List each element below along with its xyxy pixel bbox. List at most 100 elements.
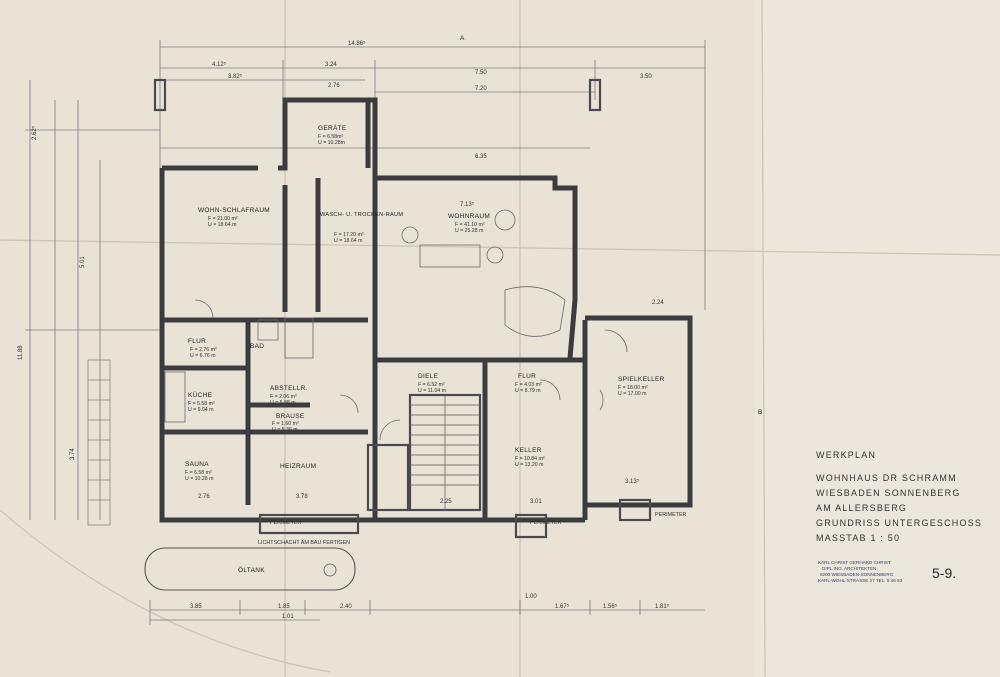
- dim-inner-378: 3.78: [296, 494, 308, 500]
- room-oeltank: ÖLTANK: [238, 566, 265, 574]
- door-swings: [194, 299, 628, 441]
- section-b-marker: B: [758, 409, 763, 416]
- svg-text:U = 18.64 m: U = 18.64 m: [334, 238, 362, 244]
- architect-stamp: KARL CHRIST GERHARD CHRIST DIPL.ING. ARC…: [818, 560, 903, 583]
- dim-bottom-101: 1.01: [282, 614, 294, 620]
- svg-text:F = 6.52 m²: F = 6.52 m²: [418, 382, 445, 388]
- dim-2625: 2.62⁵: [31, 125, 38, 140]
- title-werkplan: WERKPLAN: [816, 450, 876, 460]
- title-masstab: MASSTAB 1 : 50: [816, 533, 900, 543]
- svg-text:HEIZRAUM: HEIZRAUM: [280, 463, 316, 470]
- dim-bottom-7: 1.81⁵: [655, 603, 670, 610]
- svg-text:F = 6.58 m²: F = 6.58 m²: [185, 470, 212, 476]
- dimensions-bottom: 3.85 1.85 2.40 1.00 1.67⁵ 1.56⁵ 1.81⁵ 1.…: [149, 594, 705, 625]
- handwritten-number: 5-9.: [932, 565, 956, 581]
- svg-text:WOHNRAUM: WOHNRAUM: [448, 213, 490, 220]
- svg-text:F = 2.76 m²: F = 2.76 m²: [190, 347, 217, 353]
- title-block: WERKPLAN WOHNHAUS DR SCHRAMM WIESBADEN S…: [816, 450, 982, 543]
- architect-street: KARL-WOHL-STRASSE 27 TEL. 5 46 93: [818, 578, 903, 583]
- svg-text:U = 25.28 m: U = 25.28 m: [455, 228, 483, 234]
- oil-tank-cap: [323, 563, 337, 577]
- title-wiesbaden: WIESBADEN SONNENBERG: [816, 488, 961, 498]
- dim-bottom-2: 1.85: [278, 604, 290, 610]
- svg-text:U = 17.00 m: U = 17.00 m: [618, 391, 646, 397]
- dim-276-top: 2.76: [328, 83, 340, 89]
- perimeter-label-left: PERIMETER: [270, 520, 302, 526]
- dim-1188: 11.88: [18, 345, 24, 360]
- fold-line-horizontal: [0, 239, 1000, 256]
- title-wohnhaus: WOHNHAUS DR SCHRAMM: [816, 473, 957, 483]
- light-shaft-far-right: [618, 498, 652, 522]
- dim-382: 3.82⁵: [228, 73, 243, 80]
- room-abstellraum: ABSTELLR. F = 2.06 m² U = 5.88 m: [270, 385, 308, 406]
- svg-text:KÜCHE: KÜCHE: [188, 391, 213, 399]
- light-shaft-left: [258, 513, 360, 535]
- dim-bottom-1: 3.85: [190, 604, 202, 610]
- svg-text:DIELE: DIELE: [418, 373, 439, 380]
- room-diele: DIELE F = 6.52 m² U = 11.04 m: [418, 373, 446, 394]
- svg-text:F = 5.58 m²: F = 5.58 m²: [188, 401, 215, 407]
- svg-text:ABSTELLR.: ABSTELLR.: [270, 385, 308, 392]
- svg-text:F = 41.10 m²: F = 41.10 m²: [455, 222, 485, 228]
- room-geraete: GERÄTE F = 6.58m² U = 10.28m: [318, 124, 347, 146]
- room-flur-left: FLUR F = 2.76 m² U = 6.76 m: [188, 338, 217, 359]
- svg-text:F = 4.03 m²: F = 4.03 m²: [515, 382, 542, 388]
- svg-text:U = 5.88 m: U = 5.88 m: [270, 400, 296, 406]
- dim-501: 5.01: [80, 256, 86, 268]
- room-brause: BRAUSE F = 1.60 m² U = 5.36 m: [272, 413, 305, 433]
- svg-text:F = 2.06 m²: F = 2.06 m²: [270, 394, 297, 400]
- svg-text:SPIELKELLER: SPIELKELLER: [618, 376, 665, 383]
- perimeter-label-right: PERIMETER: [655, 512, 687, 518]
- dim-inner-225: 2.25: [440, 499, 452, 505]
- dim-inner-301: 3.01: [530, 499, 542, 505]
- room-wohnraum: WOHNRAUM F = 41.10 m² U = 25.28 m: [448, 213, 490, 234]
- svg-text:ÖLTANK: ÖLTANK: [238, 566, 265, 574]
- fold-line-arc: [0, 509, 331, 673]
- furniture: [164, 209, 566, 423]
- svg-text:U = 8.79 m: U = 8.79 m: [515, 388, 541, 394]
- svg-text:F = 18.00 m²: F = 18.00 m²: [618, 385, 648, 391]
- dim-412: 4.12⁵: [212, 61, 227, 68]
- section-a-marker: A: [460, 35, 465, 42]
- svg-text:U = 11.04 m: U = 11.04 m: [418, 388, 446, 394]
- lichtschacht-note: LICHTSCHACHT AM BAU FERTIGEN: [258, 540, 350, 546]
- dim-bottom-5: 1.67⁵: [555, 603, 570, 610]
- dim-bottom-4: 1.00: [525, 594, 537, 600]
- svg-text:U = 13.20 m: U = 13.20 m: [515, 462, 543, 468]
- room-wohn-schlafraum: WOHN-SCHLAFRAUM F = 21.00 m² U = 18.64 m: [198, 207, 270, 228]
- dim-inner-276: 2.76: [198, 494, 210, 500]
- light-shaft-right: [514, 513, 548, 539]
- dim-bottom-6: 1.56⁵: [603, 603, 618, 610]
- paper-shadow-right: [755, 0, 1000, 677]
- svg-text:FLUR: FLUR: [188, 338, 206, 345]
- room-heizraum: HEIZRAUM: [280, 463, 316, 470]
- svg-text:U = 5.36 m: U = 5.36 m: [272, 427, 298, 433]
- dim-bottom-3: 2.40: [340, 604, 352, 610]
- svg-text:KELLER: KELLER: [515, 447, 542, 454]
- svg-text:U = 6.76 m: U = 6.76 m: [190, 353, 216, 359]
- svg-text:U = 9.04 m: U = 9.04 m: [188, 407, 214, 413]
- svg-text:WASCH- U. TROCKEN-RAUM: WASCH- U. TROCKEN-RAUM: [320, 212, 403, 218]
- svg-text:F = 6.58m²: F = 6.58m²: [318, 134, 343, 140]
- svg-text:F = 10.84 m²: F = 10.84 m²: [515, 456, 545, 462]
- dim-total-width: 14.86⁵: [348, 40, 366, 47]
- svg-text:WOHN-SCHLAFRAUM: WOHN-SCHLAFRAUM: [198, 207, 270, 214]
- pier-left: [153, 78, 167, 112]
- title-allersberg: AM ALLERSBERG: [816, 503, 907, 513]
- dimensions-left: 2.62⁵ 11.88 5.01 3.74: [18, 80, 160, 520]
- room-wasch-trockenraum: WASCH- U. TROCKEN-RAUM F = 17.20 m² U = …: [320, 212, 403, 244]
- pier-right: [588, 78, 602, 112]
- title-grundriss: GRUNDRISS UNTERGESCHOSS: [816, 518, 982, 528]
- svg-text:F = 17.20 m²: F = 17.20 m²: [334, 232, 364, 238]
- stair-treads: [410, 395, 480, 510]
- svg-text:U = 10.28m: U = 10.28m: [318, 140, 345, 146]
- svg-text:U = 18.64 m: U = 18.64 m: [208, 222, 236, 228]
- architect-title: DIPL.ING. ARCHITEKTEN: [822, 566, 876, 571]
- svg-text:SAUNA: SAUNA: [185, 461, 209, 468]
- architect-name: KARL CHRIST GERHARD CHRIST: [818, 560, 891, 565]
- svg-text:F = 1.60 m²: F = 1.60 m²: [272, 421, 299, 427]
- svg-text:GERÄTE: GERÄTE: [318, 124, 347, 132]
- exterior-paving: [87, 359, 111, 526]
- room-bad: BAD: [250, 343, 264, 350]
- perimeter-label-mid: PERIMETER: [530, 520, 562, 526]
